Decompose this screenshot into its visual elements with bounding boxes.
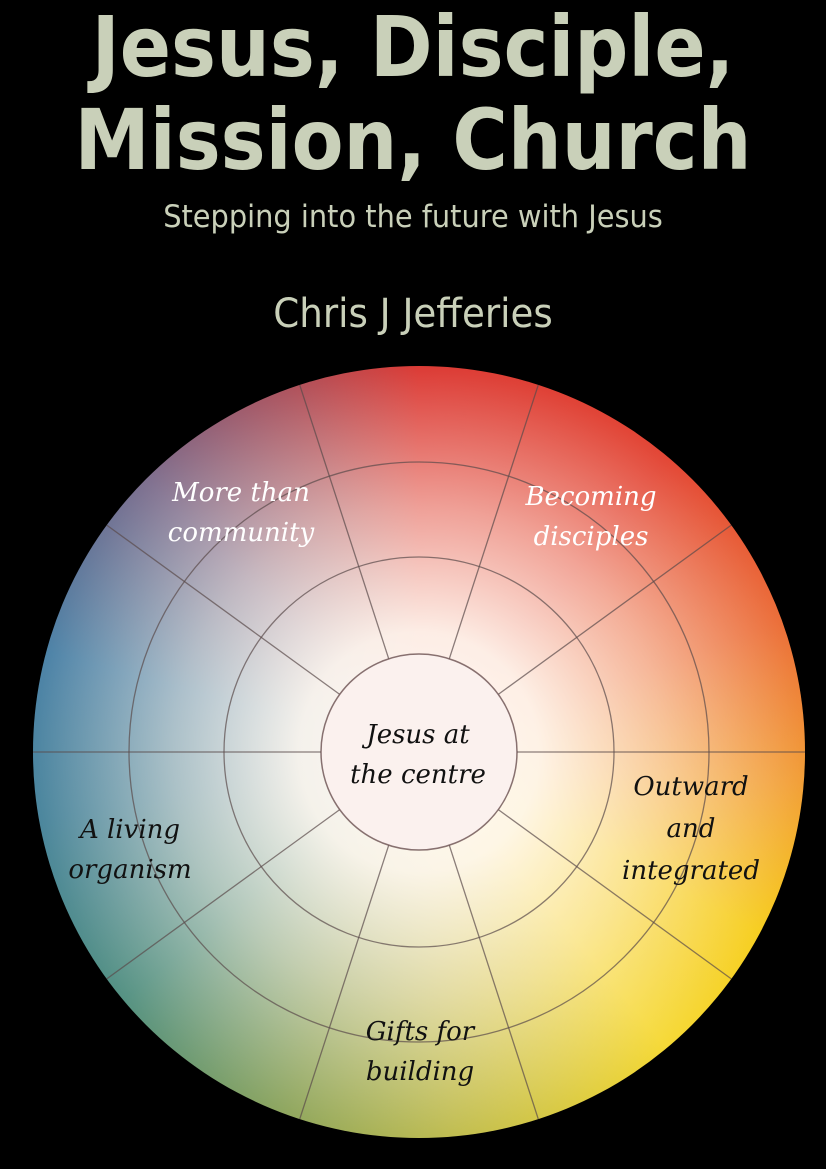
- wheel-spoke: [448, 845, 539, 1120]
- ring-outer-mid: [128, 461, 710, 1043]
- segment-label-gifts-for-building: Gifts for building: [365, 1017, 475, 1087]
- wheel-spoke: [299, 384, 390, 659]
- title-line-1: Jesus, Disciple,: [91, 0, 735, 96]
- wheel-spoke: [497, 809, 732, 980]
- subtitle: Stepping into the future with Jesus: [163, 199, 663, 235]
- wheel-spoke: [448, 384, 539, 659]
- centre-circle: [320, 653, 518, 851]
- wheel-spoke: [106, 524, 341, 695]
- author: Chris J Jefferies: [273, 291, 553, 337]
- wheel-lines: [33, 384, 805, 1120]
- wheel-spoke: [299, 845, 390, 1120]
- segment-label-living-organism: A living organism: [68, 815, 192, 885]
- segment-label-becoming-disciples: Becoming disciples: [525, 482, 657, 552]
- segment-label-more-than-community: More than community: [167, 478, 315, 548]
- wheel-spoke: [106, 809, 341, 980]
- centre-label: Jesus at the centre: [350, 720, 486, 790]
- title-line-2: Mission, Church: [74, 91, 752, 189]
- wheel-spoke: [497, 524, 732, 695]
- segment-label-outward-integrated: Outward and integrated: [622, 772, 760, 886]
- ring-inner-mid: [223, 556, 615, 948]
